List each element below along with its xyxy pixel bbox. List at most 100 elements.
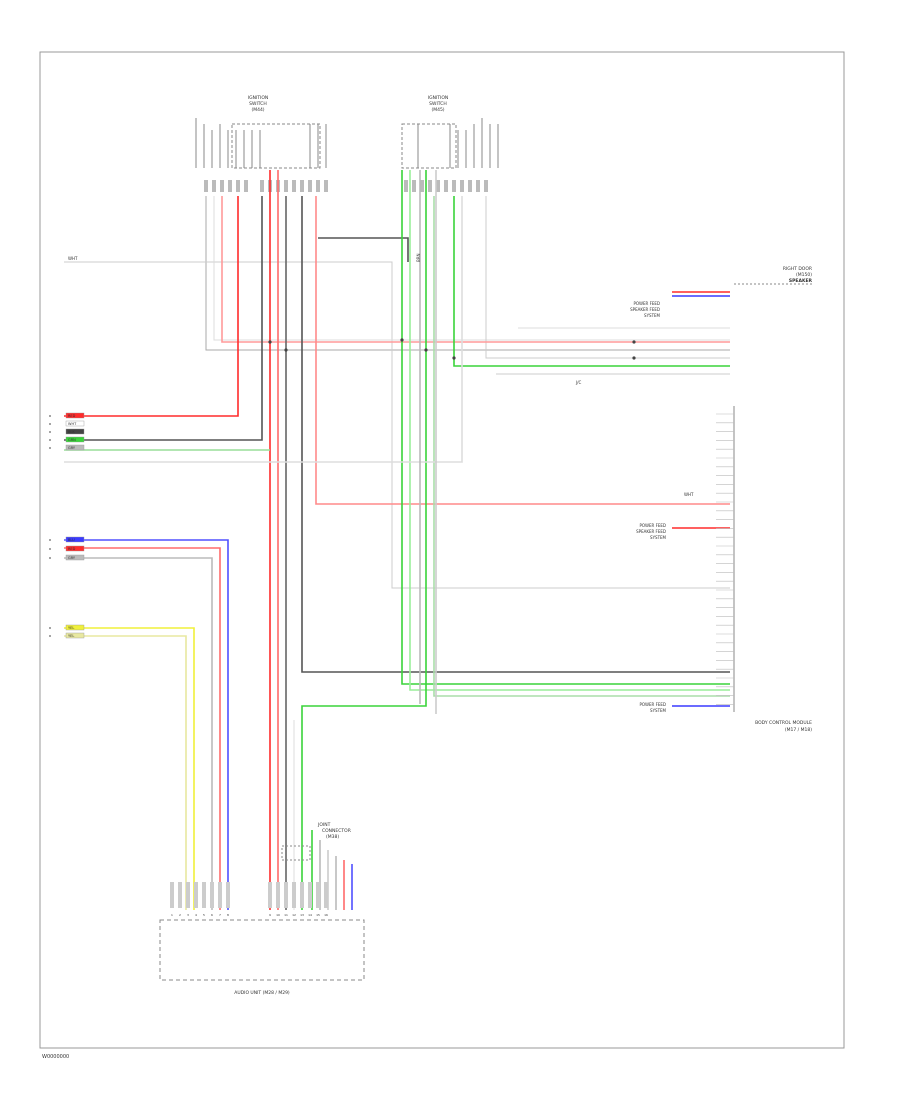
- audio-unit-pin-number: 2: [179, 913, 181, 917]
- right-door-label-b: SPEAKER FEED: [630, 307, 660, 312]
- wire-code-label: RED: [68, 414, 76, 418]
- terminal-dot: [49, 431, 51, 433]
- wire-color-swatch: [65, 632, 85, 639]
- audio-unit-pin: [276, 882, 280, 908]
- top-left-wire-label: WHT: [68, 256, 78, 261]
- audio-unit-pin-number: 14: [308, 913, 312, 917]
- audio-unit-pin: [226, 882, 230, 908]
- wire-color-swatch: [65, 624, 85, 631]
- bcm-label-sys: SYSTEM: [650, 708, 666, 713]
- right-door-speaker: RIGHT DOOR (M150) SPEAKER POWER FEED SPE…: [630, 266, 812, 318]
- audio-unit-pin-number: 3: [187, 913, 189, 917]
- wire-color-swatch: [65, 444, 85, 451]
- audio-unit-pin-number: 1: [171, 913, 173, 917]
- audio-unit-title: AUDIO UNIT (M28 / M29): [234, 990, 290, 996]
- audio-unit-pin: [324, 882, 328, 908]
- audio-unit-pin-number: 7: [219, 913, 221, 917]
- audio-unit-pin: [210, 882, 214, 908]
- wire-code-label: GRY: [68, 556, 76, 560]
- wire-color-swatch: [65, 536, 85, 543]
- wire-code-label: BLK: [68, 430, 75, 434]
- right-door-title-2: (M150): [796, 272, 812, 278]
- switch-right-title-1: IGNITION: [428, 95, 449, 101]
- wire-code-label: GRN: [68, 438, 76, 442]
- terminal-dot: [49, 539, 51, 541]
- bcm-title-2: (M17 / M18): [785, 727, 812, 733]
- terminal-dot: [49, 439, 51, 441]
- audio-unit-pin-number: 12: [292, 913, 296, 917]
- wire-code-label: RED: [68, 547, 76, 551]
- joint-title-2: CONNECTOR: [322, 828, 351, 834]
- joint-title-1: JOINT: [317, 822, 331, 828]
- body-control-module: WHT POWER FEED SPEAKER FEED SYSTEM POWER…: [636, 406, 812, 733]
- wire-code-label: YEL: [68, 634, 74, 638]
- wire-color-swatch: [65, 436, 85, 443]
- bcm-pin-column: [716, 413, 734, 705]
- bcm-label-pw: POWER FEED: [639, 702, 666, 707]
- bcm-label-a: POWER FEED: [639, 523, 666, 528]
- audio-unit-pin-number: 11: [284, 913, 288, 917]
- right-door-title-3: SPEAKER: [789, 278, 813, 284]
- terminal-dot: [49, 423, 51, 425]
- wire-network: [64, 170, 730, 910]
- switch-left-title-1: IGNITION: [248, 95, 269, 101]
- terminal-dot: [49, 557, 51, 559]
- left-stub-group-2: BLU RED GRY: [49, 536, 85, 561]
- wire-color-swatch: [65, 545, 85, 552]
- audio-unit-pin: [308, 882, 312, 908]
- bcm-label-c: SYSTEM: [650, 535, 666, 540]
- switch-right-title-3: (M45): [431, 107, 444, 113]
- joint-connector: JOINT CONNECTOR (M38): [281, 822, 351, 861]
- audio-unit-pin-number: 16: [324, 913, 328, 917]
- vertical-wire-label: BRN: [416, 253, 421, 262]
- wire-color-swatch: [65, 420, 85, 427]
- joint-title-3: (M38): [326, 834, 339, 840]
- wire-color-swatch: [65, 554, 85, 561]
- wire-color-swatch: [65, 412, 85, 419]
- right-door-label-a: POWER FEED: [633, 301, 660, 306]
- audio-unit-pin-number: 10: [276, 913, 280, 917]
- audio-unit-pin: [292, 882, 296, 908]
- audio-unit-pin-number: 8: [227, 913, 229, 917]
- joint-label: J/C: [575, 380, 582, 385]
- audio-unit-pin-number: 6: [211, 913, 213, 917]
- audio-unit-pin: [170, 882, 174, 908]
- terminal-dot: [49, 627, 51, 629]
- terminal-dot: [49, 447, 51, 449]
- audio-unit-pin-number: 4: [195, 913, 197, 917]
- wire-code-label: YEL: [68, 626, 74, 630]
- audio-unit-pin-number: 13: [300, 913, 304, 917]
- wire-code-label: GRY: [68, 446, 76, 450]
- switch-left-title-3: (M44): [251, 107, 264, 113]
- audio-unit-pin-number: 5: [203, 913, 205, 917]
- right-door-title-1: RIGHT DOOR: [783, 266, 812, 272]
- audio-unit-pin: [178, 882, 182, 908]
- switch-right-title-2: SWITCH: [429, 101, 447, 107]
- splice-points: [268, 338, 636, 360]
- wire-code-label: BLU: [68, 538, 75, 542]
- audio-unit-pin: [218, 882, 222, 908]
- bcm-label-ws: WHT: [684, 492, 694, 497]
- audio-unit-pin: [186, 882, 190, 908]
- bcm-label-b: SPEAKER FEED: [636, 529, 666, 534]
- terminal-dot: [49, 415, 51, 417]
- right-door-label-c: SYSTEM: [644, 313, 660, 318]
- left-stub-group-3: YEL YEL: [49, 624, 85, 639]
- wire-color-swatch: [65, 428, 85, 435]
- terminal-dot: [49, 548, 51, 550]
- audio-unit-pin: [316, 882, 320, 908]
- audio-unit-pin: [194, 882, 198, 908]
- audio-unit-pin: [202, 882, 206, 908]
- bcm-title-1: BODY CONTROL MODULE: [755, 720, 812, 726]
- footer-code: W0000000: [42, 1054, 69, 1060]
- audio-unit-pin-number: 9: [269, 913, 271, 917]
- ignition-switch-right: IGNITION SWITCH (M45): [401, 95, 499, 192]
- terminal-dot: [49, 635, 51, 637]
- audio-unit-pin: [284, 882, 288, 908]
- diagram-frame: [39, 51, 845, 1049]
- audio-unit-pin-number: 15: [316, 913, 320, 917]
